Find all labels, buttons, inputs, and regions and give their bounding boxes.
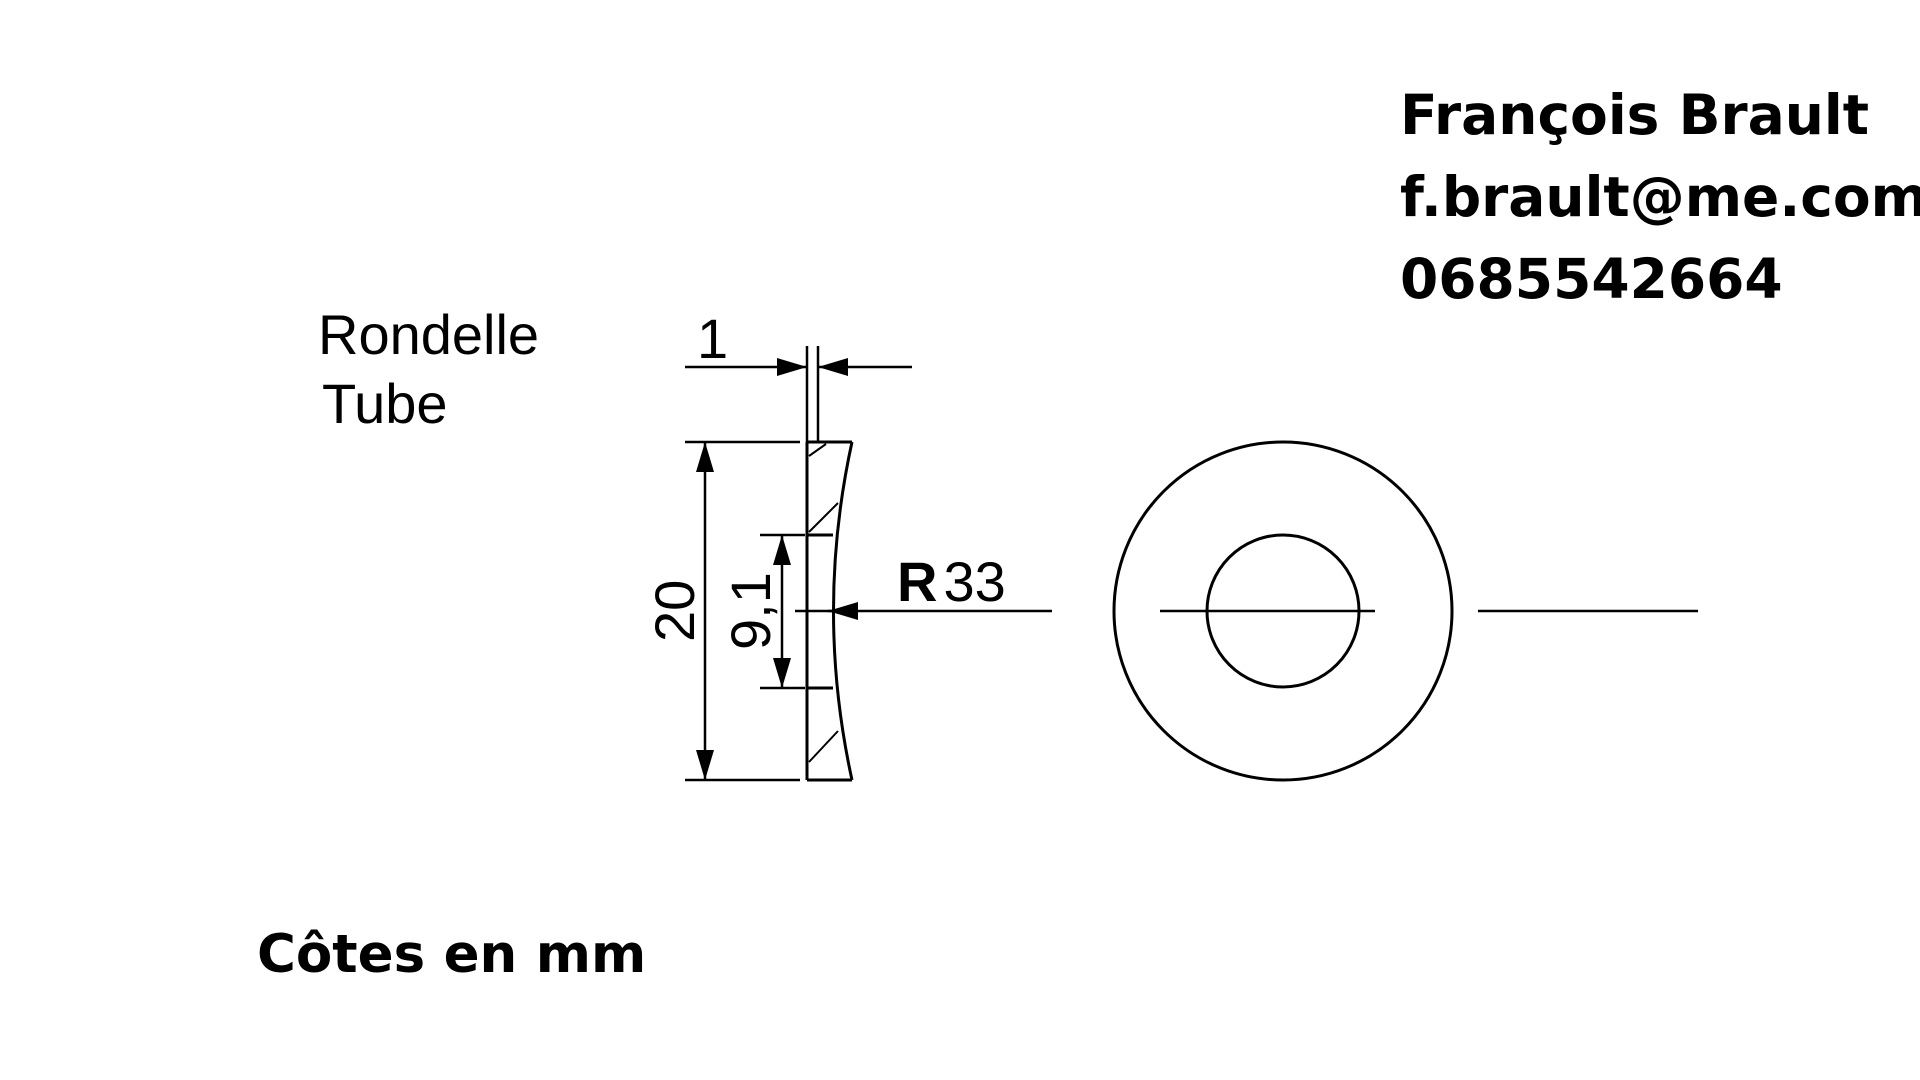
- hatch-line: [808, 730, 839, 763]
- front-view: [1112, 440, 1698, 782]
- hatch-line: [808, 502, 839, 533]
- units-note: Côtes en mm: [257, 924, 647, 985]
- inner-height-dimension: [760, 533, 805, 690]
- author-phone: 0685542664: [1400, 247, 1783, 311]
- hatch-line: [808, 443, 827, 457]
- author-name: François Brault: [1400, 83, 1870, 147]
- thickness-dimension: [685, 346, 912, 442]
- part-name-line1: Rondelle: [318, 303, 540, 366]
- outer-height-dimension: [685, 440, 800, 782]
- outer-circle: [1112, 440, 1454, 782]
- radius-value: 33: [943, 550, 1005, 613]
- inner-height-label: 9,1: [719, 572, 782, 650]
- thickness-label: 1: [697, 307, 728, 370]
- outer-height-label: 20: [643, 580, 706, 642]
- radius-prefix: R: [897, 550, 937, 613]
- author-email: f.brault@me.com: [1400, 165, 1920, 229]
- part-name-line2: Tube: [322, 372, 448, 435]
